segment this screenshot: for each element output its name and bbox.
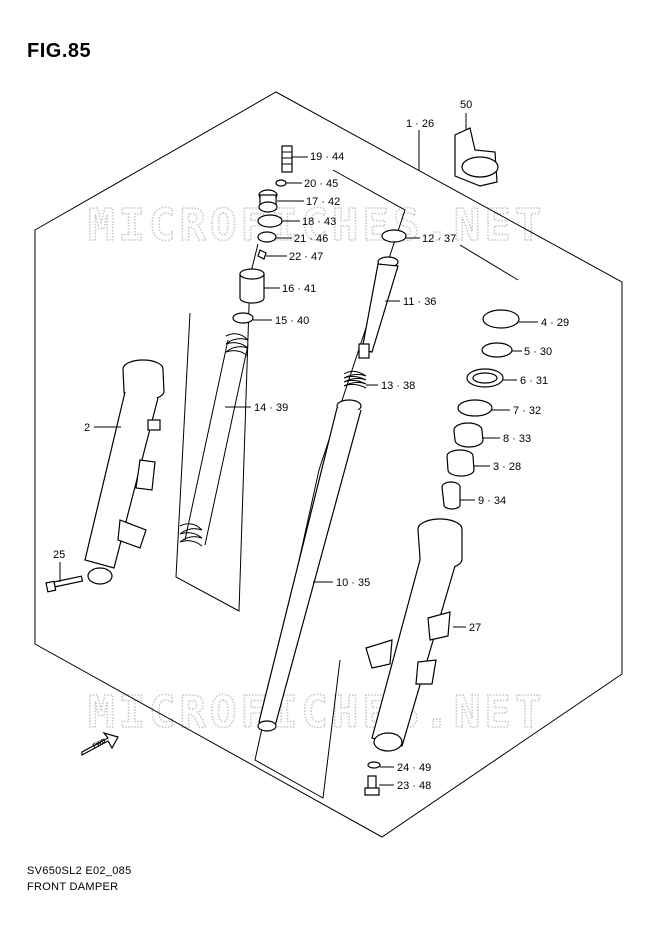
part-10-inner-tube bbox=[257, 399, 362, 732]
part-3-bushing bbox=[446, 449, 475, 477]
callout-8: 8 · 33 bbox=[503, 433, 531, 445]
part-25-bolt bbox=[45, 575, 84, 593]
part-18-oring bbox=[257, 214, 283, 228]
part-14-spring bbox=[179, 333, 249, 547]
callout-6: 6 · 31 bbox=[520, 375, 548, 387]
part-19-cap-bolt bbox=[281, 145, 293, 173]
callout-24: 24 · 49 bbox=[397, 762, 431, 774]
callout-21: 21 · 46 bbox=[294, 233, 328, 245]
part-27-outer-tube bbox=[365, 518, 463, 752]
part-21-washer bbox=[257, 231, 277, 243]
right-group-frame bbox=[459, 244, 519, 281]
callout-13: 13 · 38 bbox=[381, 380, 415, 392]
callout-50: 50 bbox=[460, 99, 472, 111]
part-22-pin bbox=[257, 249, 267, 260]
callout-15: 15 · 40 bbox=[275, 315, 309, 327]
footer-code: SV650SL2 E02_085 bbox=[27, 865, 132, 877]
part-4-seal bbox=[482, 309, 520, 329]
callout-3: 3 · 28 bbox=[493, 461, 521, 473]
part-13-spring bbox=[343, 370, 367, 389]
callout-16: 16 · 41 bbox=[282, 283, 316, 295]
part-23-bolt bbox=[364, 775, 380, 796]
callout-17: 17 · 42 bbox=[306, 196, 340, 208]
callout-5: 5 · 30 bbox=[524, 346, 552, 358]
footer-name: FRONT DAMPER bbox=[27, 881, 119, 893]
part-5-clip bbox=[481, 342, 513, 358]
callout-2: 2 bbox=[84, 422, 90, 434]
callout-7: 7 · 32 bbox=[513, 405, 541, 417]
callout-20: 20 · 45 bbox=[304, 178, 338, 190]
spring-group-frame bbox=[175, 243, 259, 612]
watermark-top: MICROFICHES.NET bbox=[88, 200, 545, 251]
callout-23: 23 · 48 bbox=[397, 780, 431, 792]
figure-title: FIG.85 bbox=[27, 40, 92, 62]
part-17-cap bbox=[258, 189, 278, 213]
callout-22: 22 · 47 bbox=[289, 251, 323, 263]
part-6-oil-seal bbox=[466, 368, 504, 388]
callout-27: 27 bbox=[469, 622, 481, 634]
part-16-spacer bbox=[239, 268, 265, 304]
callout-19: 19 · 44 bbox=[310, 151, 344, 163]
part-20-oring bbox=[275, 179, 287, 187]
callout-4: 4 · 29 bbox=[541, 317, 569, 329]
part-7-washer bbox=[457, 399, 493, 417]
callout-1: 1 · 26 bbox=[406, 118, 434, 130]
callout-labels: 1 · 26 50 19 · 44 20 · 45 17 · 42 18 · 4… bbox=[53, 99, 569, 792]
part-15-washer bbox=[232, 312, 254, 324]
watermark-bottom: MICROFICHES.NET bbox=[88, 687, 545, 738]
callout-10: 10 · 35 bbox=[336, 577, 370, 589]
callout-11: 11 · 36 bbox=[403, 296, 436, 308]
leader-lines bbox=[59, 113, 538, 786]
part-2-outer-tube bbox=[84, 359, 165, 585]
callout-14: 14 · 39 bbox=[254, 402, 288, 414]
callout-18: 18 · 43 bbox=[302, 216, 336, 228]
callout-12: 12 · 37 bbox=[422, 233, 456, 245]
callout-9: 9 · 34 bbox=[478, 495, 506, 507]
part-50-guard bbox=[454, 127, 499, 187]
assembly-frame bbox=[34, 91, 623, 838]
part-11-damper-rod bbox=[358, 256, 399, 359]
part-12-ring bbox=[381, 229, 407, 243]
part-24-washer bbox=[367, 761, 381, 769]
part-8-bushing bbox=[453, 422, 484, 448]
part-9-oil-lock bbox=[441, 481, 461, 510]
callout-25: 25 bbox=[53, 549, 65, 561]
